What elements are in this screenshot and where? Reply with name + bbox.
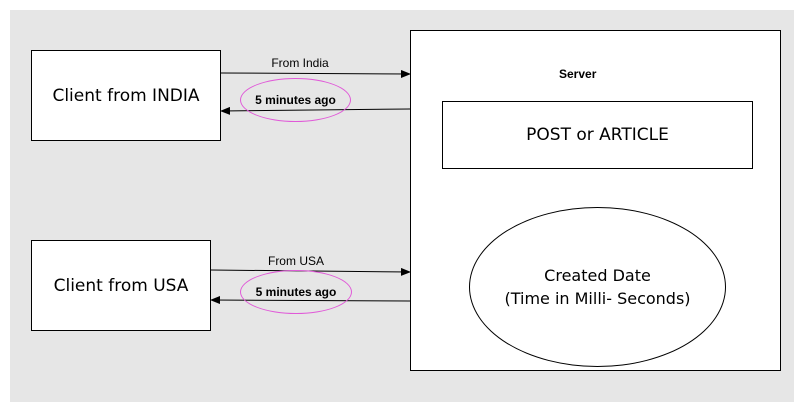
post-article-box: POST or ARTICLE bbox=[442, 101, 753, 169]
client-india-box: Client from INDIA bbox=[31, 50, 221, 141]
usa-response-label: 5 minutes ago bbox=[255, 285, 337, 299]
usa-request-label: From USA bbox=[267, 254, 324, 268]
india-response-label: 5 minutes ago bbox=[255, 93, 336, 107]
post-article-label: POST or ARTICLE bbox=[526, 125, 669, 145]
usa-response-badge: 5 minutes ago bbox=[240, 270, 352, 314]
created-date-label: Created Date bbox=[544, 266, 651, 285]
client-usa-label: Client from USA bbox=[53, 275, 189, 296]
created-date-ellipse: Created Date (Time in Milli- Seconds) bbox=[469, 207, 726, 367]
client-india-label: Client from INDIA bbox=[52, 85, 200, 106]
india-request-label: From India bbox=[271, 56, 329, 70]
server-title: Server bbox=[559, 67, 597, 81]
created-date-sublabel: (Time in Milli- Seconds) bbox=[504, 289, 691, 308]
india-response-badge: 5 minutes ago bbox=[240, 78, 351, 122]
india-request-arrow bbox=[220, 69, 411, 78]
client-usa-box: Client from USA bbox=[31, 240, 211, 331]
